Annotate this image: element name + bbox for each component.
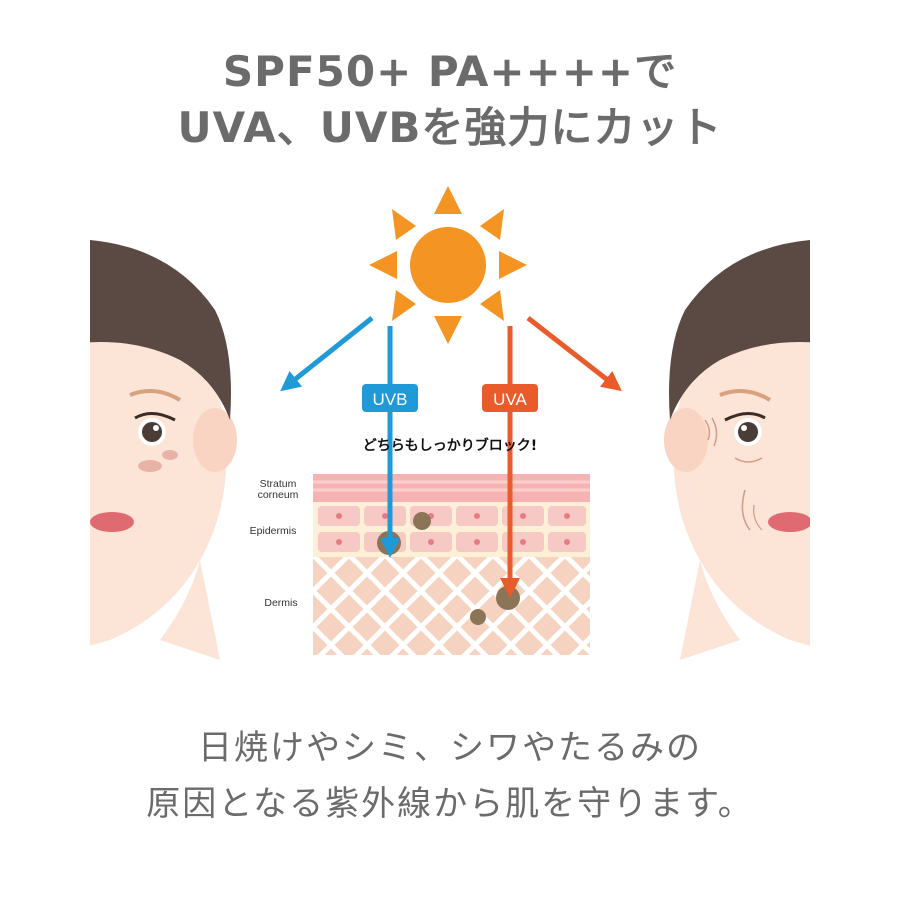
uva-label: UVA [493,390,527,409]
stratum-corneum-label-line-2: corneum [258,489,299,501]
caption-line-1: 日焼けやシミ、シワやたるみの [198,728,702,768]
uva-rays [500,316,622,598]
aged-face-illustration [590,240,810,660]
dermis-label: Dermis [264,597,297,609]
uva-badge: UVA [482,384,538,412]
epidermis-label: Epidermis [250,525,297,537]
uvb-label: UVB [373,390,408,409]
block-message: どちらもしっかりブロック! [363,437,537,454]
uvb-rays [280,316,400,558]
headline-line-1: SPF50+ PA++++で [222,47,678,96]
skin-cross-section [313,474,590,655]
young-face-illustration [90,240,310,660]
stratum-corneum-label-line-1: Stratum [260,478,297,490]
sun-icon [369,186,527,344]
headline-line-2: UVA、UVBを強力にカット [177,103,723,152]
uvb-badge: UVB [362,384,418,412]
caption-line-2: 原因となる紫外線から肌を守ります。 [146,784,754,824]
